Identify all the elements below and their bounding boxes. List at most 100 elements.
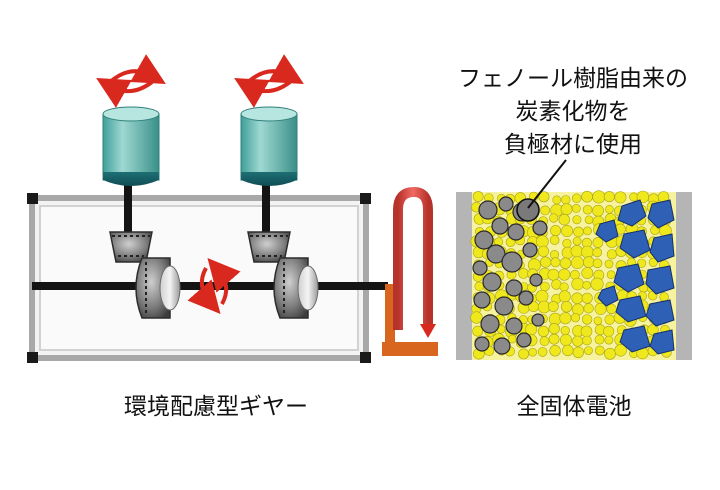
electrolyte-particle [594,345,605,356]
electrolyte-particle [548,333,560,345]
electrolyte-particle [629,192,639,202]
shaft-rotation-arrow-icon [187,257,241,315]
electrolyte-particle [470,311,483,324]
carbon-particle [474,230,494,250]
carbon-particle [486,244,506,264]
electrolyte-particle [581,245,594,259]
electrolyte-particle [647,324,659,336]
active-material-particle [649,329,675,355]
electrolyte-particle [604,347,616,360]
battery-cell [456,190,692,360]
electrolyte-particle [604,314,615,325]
electrolyte-particle [552,195,562,205]
electrolyte-particle [648,257,658,267]
active-material-particle [617,199,647,227]
electrolyte-particle [592,247,603,258]
electrolyte-particle [536,235,549,248]
electrolyte-particle [606,303,617,315]
electrolyte-particle [537,325,550,338]
electrolyte-particle [528,347,538,357]
carbon-particle [507,223,525,241]
electrolyte-particle [570,245,583,258]
electrolyte-particle [605,205,614,214]
electrolyte-particle [592,190,606,204]
electrolyte-particle [535,289,549,303]
carbon-particle [493,337,511,355]
electrolyte-particle [559,257,572,269]
carbon-particle [473,291,491,309]
electrolyte-particle [537,347,548,357]
horizontal-shaft [32,282,388,290]
carbon-particle [516,332,532,348]
carbon-particle [480,314,500,334]
electrolyte-particle [560,326,570,336]
carbon-particle [505,279,523,297]
active-material-particle [595,219,619,243]
electrolyte-particle [636,258,647,268]
current-collector-right [676,192,692,360]
active-material-particle [649,233,675,263]
electrolyte-particle [571,193,582,203]
electrolyte-particle [540,256,552,268]
electrolyte-particle [518,268,529,279]
electrolyte-particle [604,335,614,345]
electrolyte-particle [547,268,560,281]
carbon-particle [532,220,548,236]
electrolyte-particle [592,258,603,269]
carbon-particle [472,260,488,276]
electrolyte-particle [582,335,592,346]
motor-left [102,106,160,186]
rotation-arrow-icon [96,54,166,108]
electrolyte-particle [558,290,571,303]
electrolyte-particle [592,204,604,217]
electrolyte-particle [547,301,559,312]
electrolyte-particle [606,270,616,280]
current-collector-left [456,192,472,360]
active-material-particle [597,285,619,307]
carbon-particle [529,273,543,287]
carbon-particle [494,296,514,316]
orange-stand-base [382,342,438,356]
left-caption: 環境配慮型ギヤー [124,394,308,420]
electrolyte-particle [572,215,582,225]
active-material-particle [619,229,651,259]
carbon-particle [518,290,534,306]
electrolyte-particle [583,226,592,236]
housing-corner [360,193,371,204]
electrolyte-particle [558,213,570,226]
electrolyte-particle [571,292,584,305]
carbon-particle [491,217,509,235]
callout-leader [527,159,567,209]
housing-corner [27,352,38,363]
lift-arrow-icon [393,186,433,330]
electrolyte-particle [548,323,560,335]
housing-corner [360,352,371,363]
electrolyte-particle [594,302,607,315]
electrolyte-particle [581,292,593,304]
electrolyte-particle [537,245,550,257]
electrolyte-particle [558,268,571,281]
electrolyte-particle [507,334,517,344]
electrolyte-particle [570,313,581,323]
electrolyte-particle [549,213,559,223]
electrolyte-particle [562,344,574,357]
right-caption: 全固体電池 [517,394,632,420]
active-material-particle [619,325,651,353]
electrolyte-particle [562,238,572,248]
electrolyte-particle [582,204,593,215]
electrolyte-particle [614,344,627,357]
electrolyte-particle [540,281,550,292]
electrolyte-particle [571,256,584,269]
electrolyte-particle [560,203,573,216]
carbon-particle [478,200,498,220]
electrolyte-particle [590,277,604,291]
electrolyte-particle [584,215,594,225]
electrolyte-particle [582,280,592,290]
electrolyte-particle [474,281,484,291]
electrolyte-particle [614,191,627,204]
vertical-shaft-right [262,184,270,250]
active-material-particle [645,299,675,327]
motor-right [240,106,298,186]
vertical-shaft-left [124,184,132,250]
